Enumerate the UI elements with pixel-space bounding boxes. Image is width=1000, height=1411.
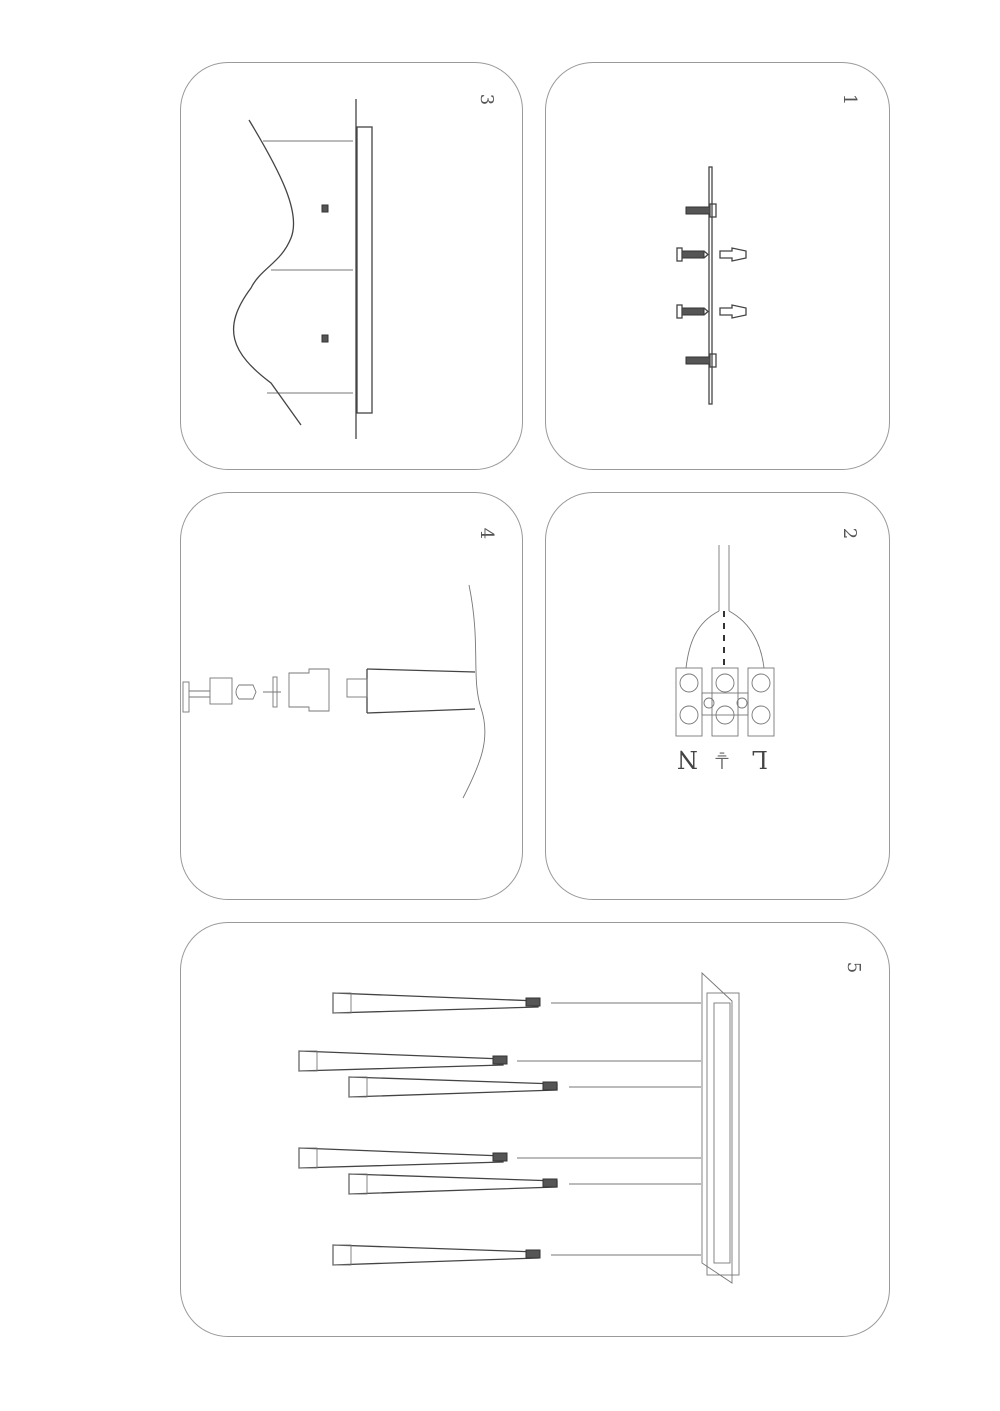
shade-6 — [332, 1244, 701, 1266]
live-label: L — [752, 745, 768, 773]
step-2-panel: 2 N ⏚ L — [545, 492, 890, 900]
mounting-plate-diagram — [676, 166, 747, 405]
step-3-panel: 3 — [180, 62, 523, 470]
step-4-panel: 4 — [180, 492, 523, 900]
screw-icon — [321, 204, 329, 213]
step-5-panel: 5 — [180, 922, 890, 1337]
shade-assembly-diagram — [298, 971, 740, 1284]
terminal-block-diagram — [675, 545, 775, 737]
screw-icon — [676, 247, 709, 262]
neutral-label: N — [677, 745, 698, 773]
screw-icon — [685, 353, 717, 368]
step-1-panel: 1 — [545, 62, 890, 470]
screw-icon — [676, 304, 709, 319]
wall-plug-icon — [719, 247, 747, 262]
screw-icon — [321, 334, 329, 343]
shade-1 — [332, 992, 701, 1014]
wall-plug-icon — [719, 304, 747, 319]
lamp-holder-exploded-diagram — [182, 584, 486, 799]
earth-label: ⏚ — [712, 748, 732, 772]
shade-5 — [348, 1173, 701, 1195]
canopy-mount-diagram — [232, 99, 373, 439]
shade-4 — [298, 1147, 701, 1169]
screw-icon — [685, 203, 717, 218]
shade-2 — [298, 1050, 701, 1072]
shade-3 — [348, 1076, 701, 1098]
